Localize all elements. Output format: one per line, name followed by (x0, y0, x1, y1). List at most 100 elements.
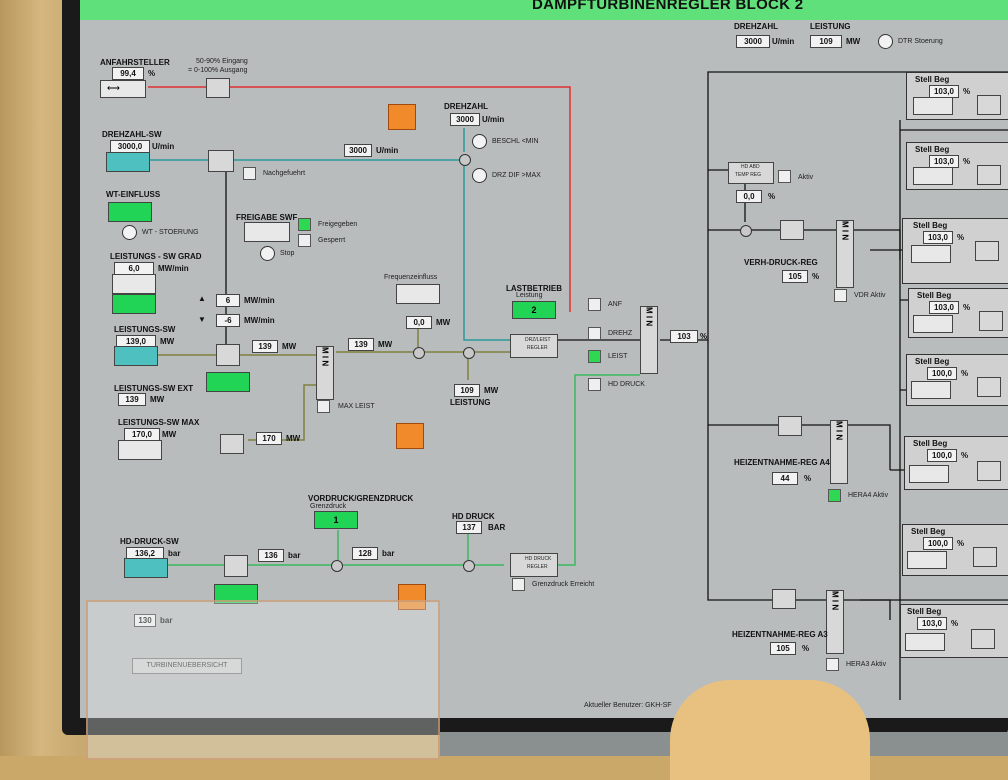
nachgefuehrt-label: Nachgefuehrt (263, 170, 306, 177)
chair-cushion (670, 680, 870, 780)
stell-label-4: Stell Beg (917, 291, 952, 300)
hd-druck-sw-control[interactable] (124, 558, 168, 578)
freigabe-control[interactable] (244, 222, 290, 242)
lastbetrieb-control[interactable]: 2 (512, 301, 556, 319)
stell-panel-4: Stell Beg 103,0 % (908, 288, 1008, 338)
drehzahl-ramp-block[interactable] (208, 150, 234, 172)
hddruck-checkbox[interactable] (588, 378, 601, 391)
drehzahl-sw-control[interactable] (106, 152, 150, 172)
nachgefuehrt-checkbox[interactable] (243, 167, 256, 180)
hd-abd-regler[interactable]: HD ABD TEMP REG (728, 162, 774, 184)
frequenz-control[interactable] (396, 284, 440, 304)
line-anfahr (148, 86, 571, 312)
v170-value: 170 (256, 432, 282, 445)
stell-block-7[interactable] (973, 547, 997, 567)
trend-icon-3[interactable] (398, 584, 426, 610)
stell-block-2[interactable] (977, 165, 1001, 185)
stell-value-4: 103,0 (929, 301, 959, 314)
v139a-unit: MW (282, 342, 297, 351)
hd-ramp-block[interactable] (224, 555, 248, 577)
verh-unit: % (812, 272, 820, 281)
drz-leist-regler[interactable]: DRZ/LEIST REGLER (510, 334, 558, 358)
min-main-block[interactable]: M I N (640, 306, 658, 374)
anf-checkbox[interactable] (588, 298, 601, 311)
drehz-checkbox[interactable] (588, 327, 601, 340)
stell-label-7: Stell Beg (911, 527, 946, 536)
min-output-value: 103 (670, 330, 698, 343)
hera3-ramp-block[interactable] (772, 589, 796, 609)
vordruck-control[interactable]: 1 (314, 511, 358, 529)
stell-control-8[interactable] (905, 633, 945, 651)
max-ramp-block[interactable] (220, 434, 244, 454)
stell-block-8[interactable] (971, 629, 995, 649)
stell-label-1: Stell Beg (915, 75, 950, 84)
sw-3000-unit: U/min (376, 146, 399, 155)
hdr-leistung-value: 109 (810, 35, 842, 48)
stell-control-4[interactable] (913, 315, 953, 333)
leistung-ramp-block[interactable] (216, 344, 240, 366)
stell-block-5[interactable] (977, 377, 1001, 397)
min-output-unit: % (700, 332, 708, 341)
sw-grad-control[interactable] (112, 274, 156, 294)
hddruck-reg-label2: REGLER (527, 564, 548, 570)
leistungs-sw-control[interactable] (114, 346, 158, 366)
grenzdruck-checkbox[interactable] (512, 578, 525, 591)
stell-control-2[interactable] (913, 167, 953, 185)
hd-abd-aktiv-checkbox[interactable] (778, 170, 791, 183)
stell-control-1[interactable] (913, 97, 953, 115)
stell-label-2: Stell Beg (915, 145, 950, 154)
trend-icon-1[interactable] (388, 104, 416, 130)
freigegeben-checkbox[interactable] (298, 218, 311, 231)
min-verh-block[interactable]: M I N (836, 220, 854, 288)
min-hera4-block[interactable]: M I N (830, 420, 848, 484)
verh-ramp-block[interactable] (780, 220, 804, 240)
hd-druck-ext-unit: bar (160, 616, 173, 625)
vdr-aktiv-checkbox[interactable] (834, 289, 847, 302)
hera4-aktiv-checkbox[interactable] (828, 489, 841, 502)
hd-druck-regler[interactable]: HD DRUCK REGLER (510, 553, 558, 577)
stop-label: Stop (280, 250, 295, 257)
wt-einfluss-control[interactable] (108, 202, 152, 222)
trend-icon-2[interactable] (396, 423, 424, 449)
leistung-fb-value: 109 (454, 384, 480, 397)
stell-control-6[interactable] (909, 465, 949, 483)
leistungs-sw-label: LEISTUNGS-SW (114, 325, 176, 334)
gesperrt-checkbox[interactable] (298, 234, 311, 247)
rate-down-unit: MW/min (244, 316, 275, 325)
hera4-ramp-block[interactable] (778, 416, 802, 436)
hd-druck-ext-control[interactable] (214, 584, 258, 604)
leist-checkbox[interactable] (588, 350, 601, 363)
max-leist-checkbox[interactable] (317, 400, 330, 413)
stell-block-3[interactable] (975, 241, 999, 261)
turbinenuebersicht-button[interactable]: TURBINENUEBERSICHT (132, 658, 242, 674)
stell-block-6[interactable] (977, 461, 1001, 481)
v128-value: 128 (352, 547, 378, 560)
rate-down-icon: ▼ (198, 315, 206, 324)
stell-control-3[interactable] (911, 245, 951, 263)
hdr-drehzahl-unit: U/min (772, 37, 795, 46)
stell-control-7[interactable] (907, 551, 947, 569)
stop-indicator (260, 246, 275, 261)
rate-up-unit: MW/min (244, 296, 275, 305)
anfahr-limiter-block[interactable] (206, 78, 230, 98)
drz-dif-label: DRZ DIF >MAX (492, 172, 541, 179)
vordruck-sum (331, 560, 343, 572)
min-leist-block[interactable]: M I N (316, 346, 334, 400)
anfahrsteller-unit: % (148, 69, 156, 78)
stell-block-1[interactable] (977, 95, 1001, 115)
stell-panel-2: Stell Beg 103,0 % (906, 142, 1008, 190)
hdr-leistung-label: LEISTUNG (810, 22, 851, 31)
min-hera3-block[interactable]: M I N (826, 590, 844, 654)
sw-grad-mode-control[interactable] (112, 294, 156, 314)
anfahrsteller-control[interactable]: ⟷ (100, 80, 146, 98)
leistungs-sw-ext-control[interactable] (206, 372, 250, 392)
mid-drehzahl-label: DREHZAHL (444, 102, 488, 111)
hera3-aktiv-checkbox[interactable] (826, 658, 839, 671)
lastbetrieb-label: LASTBETRIEB (506, 284, 562, 293)
hd-druck-sw-unit: bar (168, 549, 181, 558)
max-leist-label: MAX LEIST (338, 403, 375, 410)
stell-control-5[interactable] (911, 381, 951, 399)
sw-max-control[interactable] (118, 440, 162, 460)
stell-block-4[interactable] (979, 311, 1003, 331)
stell-label-6: Stell Beg (913, 439, 948, 448)
